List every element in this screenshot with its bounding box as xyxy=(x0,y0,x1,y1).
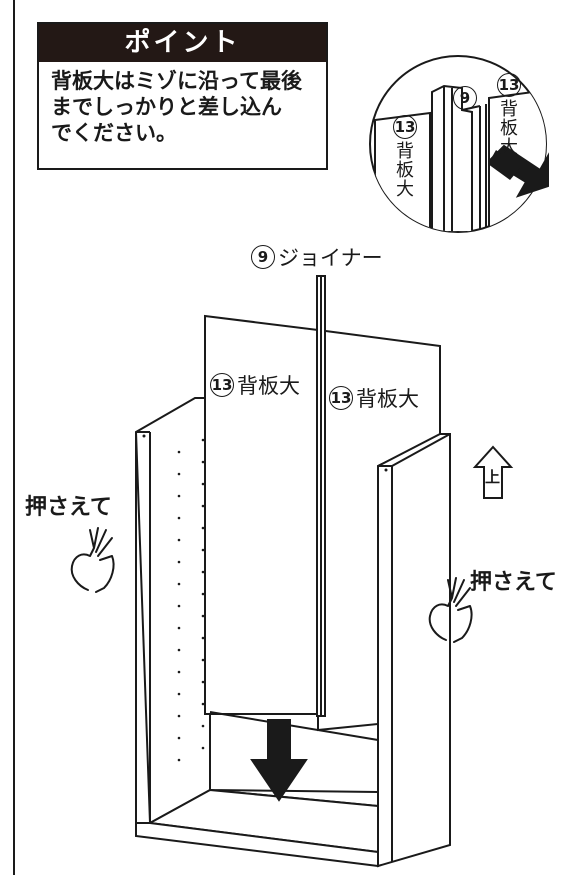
left-side-panel xyxy=(134,397,211,825)
point-line-2: までしっかりと差し込ん xyxy=(51,95,282,119)
inset-left-panel-label: 13 背板大 xyxy=(393,115,417,202)
frame-border xyxy=(13,0,15,875)
press-label-left: 押さえて xyxy=(25,495,112,520)
inset-right-panel-label: 13 背板大 xyxy=(497,73,521,160)
point-callout: ポイント 背板大はミゾに沿って最後 までしっかりと差し込ん でください。 xyxy=(37,22,328,170)
point-line-1: 背板大はミゾに沿って最後 xyxy=(51,69,302,93)
point-body: 背板大はミゾに沿って最後 までしっかりと差し込ん でください。 xyxy=(39,62,326,146)
joiner-strip xyxy=(316,275,326,717)
down-arrow-icon xyxy=(250,719,308,802)
up-label: 上 xyxy=(485,468,501,486)
peg-holes xyxy=(177,438,205,762)
point-header: ポイント xyxy=(39,24,326,62)
up-arrow-icon xyxy=(472,445,514,499)
right-side-panel xyxy=(377,433,451,868)
press-label-right: 押さえて xyxy=(470,570,557,595)
point-line-3: でください。 xyxy=(51,121,177,145)
inset-joiner-label: 9 xyxy=(453,86,477,110)
hand-icon-right xyxy=(428,577,473,643)
hand-icon-left xyxy=(70,527,115,593)
cabinet xyxy=(134,275,451,868)
